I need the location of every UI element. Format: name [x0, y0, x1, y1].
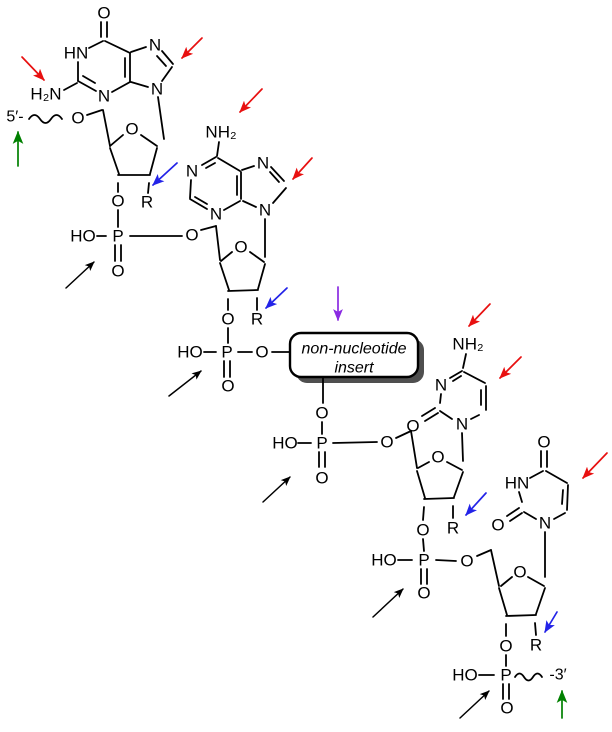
insert-box-frame: [288, 331, 420, 379]
red-arrow-guanine-n2-site: [21, 56, 45, 81]
adenine-n7-label: N: [257, 154, 269, 173]
insert-label-line2: insert: [334, 360, 374, 377]
phosphate-5-dbo-label: O: [500, 699, 513, 718]
red-arrow-cytosine-n4-site: [468, 303, 491, 327]
five-prime-terminal-label: 5′-: [6, 109, 23, 126]
guanine-n3-label: N: [98, 87, 110, 106]
phosphate-2-ho-label: HO: [177, 343, 203, 362]
blue-arrow-uridine-2prime-r: [544, 611, 558, 633]
five-prime-squiggle: [28, 114, 63, 124]
guanine-n1h-label: HN: [64, 44, 89, 63]
red-arrow-cytosine-c5-site: [499, 356, 522, 379]
guanine-n2-amino-label: H₂N: [30, 85, 61, 104]
guanine-base-bonds: [63, 21, 174, 140]
adenine-n1-label: N: [186, 162, 198, 181]
cytosine-n4-amino-label: NH₂: [452, 335, 483, 354]
cytosine-n3-label: N: [435, 376, 447, 395]
phosphate-3-bridge-o-label: O: [380, 433, 393, 452]
blue-arrow-adenosine-2prime-r: [265, 287, 288, 309]
uracil-o2-label: O: [491, 516, 504, 535]
adenine-n9-label: N: [259, 201, 271, 220]
adenosine-r-group-label: R: [251, 310, 263, 329]
red-arrow-uracil-c5-site: [582, 452, 608, 479]
guanine-o6-label: O: [97, 4, 110, 23]
adenine-base-bonds: [189, 141, 287, 258]
phosphate-3-p-label: P: [316, 434, 327, 453]
cytidine-o3-label: O: [416, 521, 429, 540]
cytidine-r-group-label: R: [447, 519, 459, 538]
blue-arrow-guanosine-2prime-r: [152, 162, 178, 186]
black-arrow-phosphate-4: [372, 588, 404, 618]
guanine-n7-label: N: [149, 36, 161, 55]
phosphate-5-bonds: [478, 654, 543, 700]
uridine-ring-o-label: O: [513, 563, 526, 582]
phosphate-5-p-label: P: [500, 666, 511, 685]
uridine-ribose-bonds: [498, 576, 546, 637]
guanosine-ring-o-label: O: [125, 120, 138, 139]
phosphate-3-dbo-label: O: [315, 469, 328, 488]
insert-label-line1: non-nucleotide: [302, 341, 407, 358]
black-arrow-phosphate-5: [459, 690, 490, 719]
adenosine-ribose-bonds: [219, 251, 266, 311]
guanosine-r-group-label: R: [141, 193, 153, 212]
guanosine-o5-label: O: [71, 109, 84, 128]
phosphate-5-ho-label: HO: [452, 666, 478, 685]
phosphate-3-bonds: [297, 421, 418, 469]
phosphate-4-ho-label: HO: [371, 551, 397, 570]
phosphate-2-dbo-label: O: [221, 377, 234, 396]
phosphate-1-p-label: P: [112, 227, 123, 246]
three-prime-squiggle: [514, 672, 543, 682]
black-arrow-phosphate-2: [168, 370, 202, 397]
adenine-n6-amino-label: NH₂: [205, 123, 236, 142]
phosphate-4-p-label: P: [418, 551, 429, 570]
uridine-o3-label: O: [499, 637, 512, 656]
annotation-arrows: [12, 37, 608, 719]
phosphate-2-bonds: [203, 327, 290, 378]
phosphate-2-p-label: P: [221, 343, 232, 362]
cytosine-base-bonds: [421, 353, 487, 462]
blue-arrow-cytidine-2prime-r: [465, 492, 487, 516]
black-arrow-phosphate-3: [262, 476, 291, 503]
cytosine-n1-label: N: [456, 415, 468, 434]
uracil-n3h-label: HN: [505, 474, 530, 493]
uracil-base-bonds: [506, 450, 569, 578]
phosphate-4-dbo-label: O: [417, 584, 430, 603]
phosphate-2-bridge-o-label: O: [255, 343, 268, 362]
cytosine-o2-label: O: [406, 417, 419, 436]
phosphate-1-ho-label: HO: [70, 227, 96, 246]
red-arrow-guanine-c8-site: [181, 37, 203, 59]
phosphate-1-bridge-o-label: O: [185, 226, 198, 245]
uridine-r-group-label: R: [530, 636, 542, 655]
adenosine-o3-label: O: [221, 310, 234, 329]
uracil-o4-label: O: [537, 433, 550, 452]
guanine-n9-label: N: [151, 80, 163, 99]
black-arrow-phosphate-1: [65, 261, 95, 289]
guanosine-ribose-bonds: [28, 109, 158, 194]
cytidine-ribose-bonds: [416, 461, 464, 521]
red-arrow-adenine-n6-site: [239, 88, 263, 113]
red-arrow-adenine-c8-site: [292, 157, 313, 180]
phosphate-4-bridge-o-label: O: [460, 552, 473, 571]
adenine-n3-label: N: [210, 205, 222, 224]
guanosine-o3-label: O: [111, 192, 124, 211]
uracil-n1-label: N: [539, 514, 551, 533]
non-nucleotide-insert-box: non-nucleotide insert: [288, 331, 424, 404]
adenosine-ring-o-label: O: [234, 238, 247, 257]
cytidine-ring-o-label: O: [431, 448, 444, 467]
phosphate-3-ho-label: HO: [272, 434, 298, 453]
three-prime-terminal-label: -3′: [549, 667, 566, 684]
phosphate-1-bonds: [96, 209, 221, 262]
phosphate-1-dbo-label: O: [111, 262, 124, 281]
phosphate-4-bonds: [397, 538, 500, 587]
phosphate-3-top-o-label: O: [315, 404, 328, 423]
